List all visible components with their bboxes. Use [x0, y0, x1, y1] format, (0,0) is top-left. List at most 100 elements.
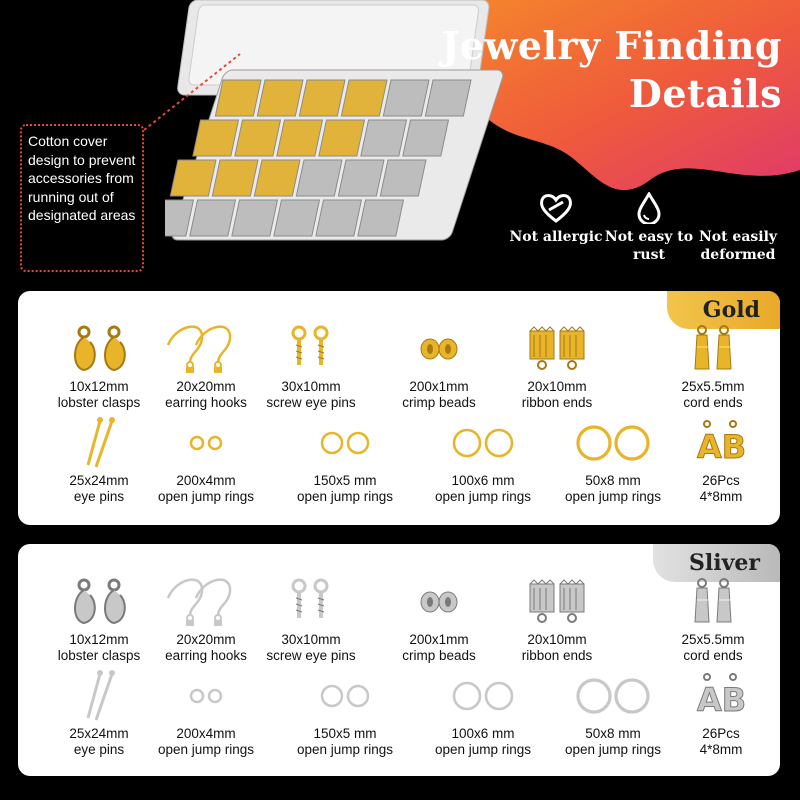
storage-box-image	[165, 0, 504, 241]
item-size: 100x6 mm	[451, 726, 515, 741]
item-size: 25x5.5mm	[681, 632, 745, 647]
jump-ring-icon	[548, 413, 678, 473]
earring-hook-icon	[141, 319, 271, 379]
item-name: screw eye pins	[266, 648, 356, 663]
no-deform-icon	[690, 188, 786, 224]
crimp-bead-icon	[374, 319, 504, 379]
item-size: 20x20mm	[176, 379, 236, 394]
crimp-bead-icon	[374, 572, 504, 632]
item-name: open jump rings	[434, 742, 532, 757]
item-name: earring hooks	[165, 648, 247, 663]
item-size: 200x4mm	[176, 726, 236, 741]
item-name: open jump rings	[157, 489, 255, 504]
item-name: crimp beads	[402, 648, 476, 663]
item-size: 20x20mm	[176, 632, 236, 647]
jump-ring-icon	[548, 666, 678, 726]
item-name: lobster clasps	[57, 648, 141, 663]
water-drop-icon	[601, 188, 697, 224]
ribbon-end-icon	[492, 319, 622, 379]
item-size: 50x8 mm	[585, 726, 641, 741]
eye-pin-icon	[34, 413, 164, 473]
cotton-cover-callout: Cotton cover design to prevent accessori…	[20, 124, 144, 272]
earring-hook-icon	[141, 572, 271, 632]
lobster-clasp-icon	[34, 572, 164, 632]
item-size: 30x10mm	[281, 632, 341, 647]
jump-ring-icon	[280, 413, 410, 473]
cord-end-icon	[648, 319, 778, 379]
item-name: ribbon ends	[521, 648, 593, 663]
item-size: 25x5.5mm	[681, 379, 745, 394]
item-size: 150x5 mm	[313, 726, 377, 741]
hero-banner: Cotton cover design to prevent accessori…	[0, 0, 800, 290]
item-name: open jump rings	[434, 489, 532, 504]
item-name: crimp beads	[402, 395, 476, 410]
item-name: cord ends	[683, 395, 743, 410]
item-size: 200x1mm	[409, 379, 469, 394]
item-name: open jump rings	[296, 742, 394, 757]
item-size: 26Pcs	[702, 473, 740, 488]
item-size: 50x8 mm	[585, 473, 641, 488]
item-size: 200x1mm	[409, 632, 469, 647]
item-size: 200x4mm	[176, 473, 236, 488]
page-title: Jewelry Finding Details	[441, 22, 782, 118]
feature-label: Not easily deformed	[698, 229, 778, 263]
item-name: 4*8mm	[699, 742, 743, 757]
cord-end-icon	[648, 572, 778, 632]
letter-charm-icon: AB	[656, 413, 786, 473]
callout-pointer	[143, 53, 241, 131]
item-size: 20x10mm	[527, 379, 587, 394]
title-line-1: Jewelry Finding	[441, 23, 782, 68]
item-size: 30x10mm	[281, 379, 341, 394]
callout-text: Cotton cover design to prevent accessori…	[28, 133, 136, 223]
item-size: 10x12mm	[69, 632, 129, 647]
screw-eye-pin-icon	[246, 572, 376, 632]
item-name: open jump rings	[157, 742, 255, 757]
hypoallergenic-icon	[508, 188, 604, 224]
jump-ring-icon	[418, 666, 548, 726]
jump-ring-icon	[280, 666, 410, 726]
item-size: 100x6 mm	[451, 473, 515, 488]
item-size: 25x24mm	[69, 473, 129, 488]
hero-background	[420, 0, 800, 191]
item-size: 20x10mm	[527, 632, 587, 647]
item-name: open jump rings	[564, 742, 662, 757]
item-name: eye pins	[73, 489, 125, 504]
item-name: cord ends	[683, 648, 743, 663]
item-name: open jump rings	[564, 489, 662, 504]
ribbon-end-icon	[492, 572, 622, 632]
jump-ring-icon	[141, 666, 271, 726]
jump-ring-icon	[418, 413, 548, 473]
item-size: 25x24mm	[69, 726, 129, 741]
eye-pin-icon	[34, 666, 164, 726]
letter-charm-icon: AB	[656, 666, 786, 726]
item-name: ribbon ends	[521, 395, 593, 410]
item-size: 10x12mm	[69, 379, 129, 394]
jump-ring-icon	[141, 413, 271, 473]
item-size: 26Pcs	[702, 726, 740, 741]
gold-tag: Gold	[666, 291, 780, 329]
item-name: 4*8mm	[699, 489, 743, 504]
item-name: earring hooks	[165, 395, 247, 410]
title-line-2: Details	[628, 71, 782, 116]
screw-eye-pin-icon	[246, 319, 376, 379]
